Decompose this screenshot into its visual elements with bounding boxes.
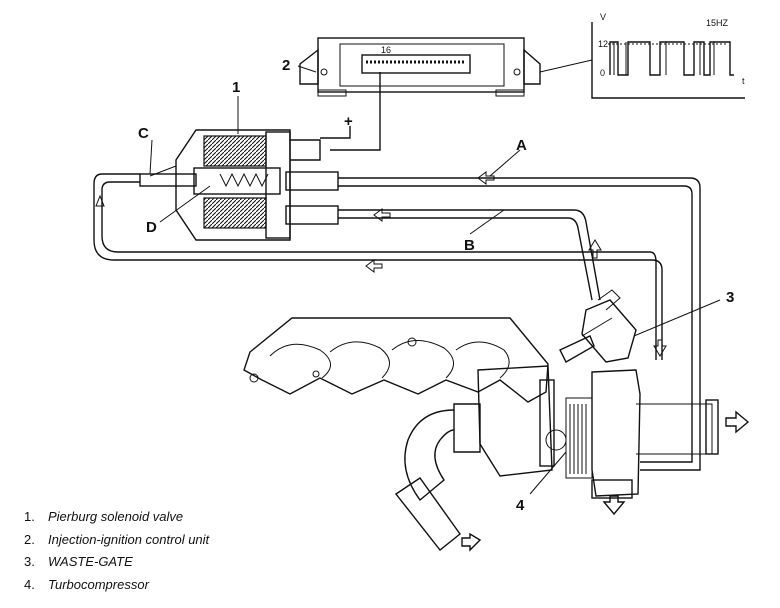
waveform-y-min: 0 xyxy=(600,68,605,78)
leader-lines xyxy=(149,65,721,495)
exhaust-manifold xyxy=(243,317,549,403)
component-legend: 1.Pierburg solenoid valve 2.Injection-ig… xyxy=(24,506,209,596)
label-4-turbo: 4 xyxy=(516,497,525,514)
pressure-pipes xyxy=(93,171,701,471)
label-b: B xyxy=(464,237,475,254)
solenoid-valve xyxy=(139,129,339,241)
control-unit: 16 xyxy=(299,37,541,97)
legend-item: 4.Turbocompressor xyxy=(24,576,149,592)
signal-wires: + xyxy=(320,72,381,151)
turbocharger xyxy=(394,365,750,552)
waveform-x-unit: t xyxy=(742,76,745,86)
label-a: A xyxy=(516,137,527,154)
label-d: D xyxy=(146,219,157,236)
legend-item: 1.Pierburg solenoid valve xyxy=(24,509,184,524)
waveform-frequency: 15HZ xyxy=(706,18,729,28)
connector-pin-label: 16 xyxy=(381,45,391,55)
wastegate-actuator xyxy=(559,289,637,363)
waveform-y-unit: V xyxy=(600,12,606,22)
pwm-waveform: V 12 0 t 15HZ xyxy=(539,12,745,99)
label-2-control-unit: 2 xyxy=(282,57,290,74)
label-1-solenoid: 1 xyxy=(232,79,240,96)
label-3-wastegate: 3 xyxy=(726,289,734,306)
label-c: C xyxy=(138,125,149,142)
legend-item: 3.WASTE-GATE xyxy=(24,554,133,569)
legend-item: 2.Injection-ignition control unit xyxy=(24,531,210,547)
waveform-y-max: 12 xyxy=(598,39,608,49)
plus-terminal-label: + xyxy=(344,113,353,130)
